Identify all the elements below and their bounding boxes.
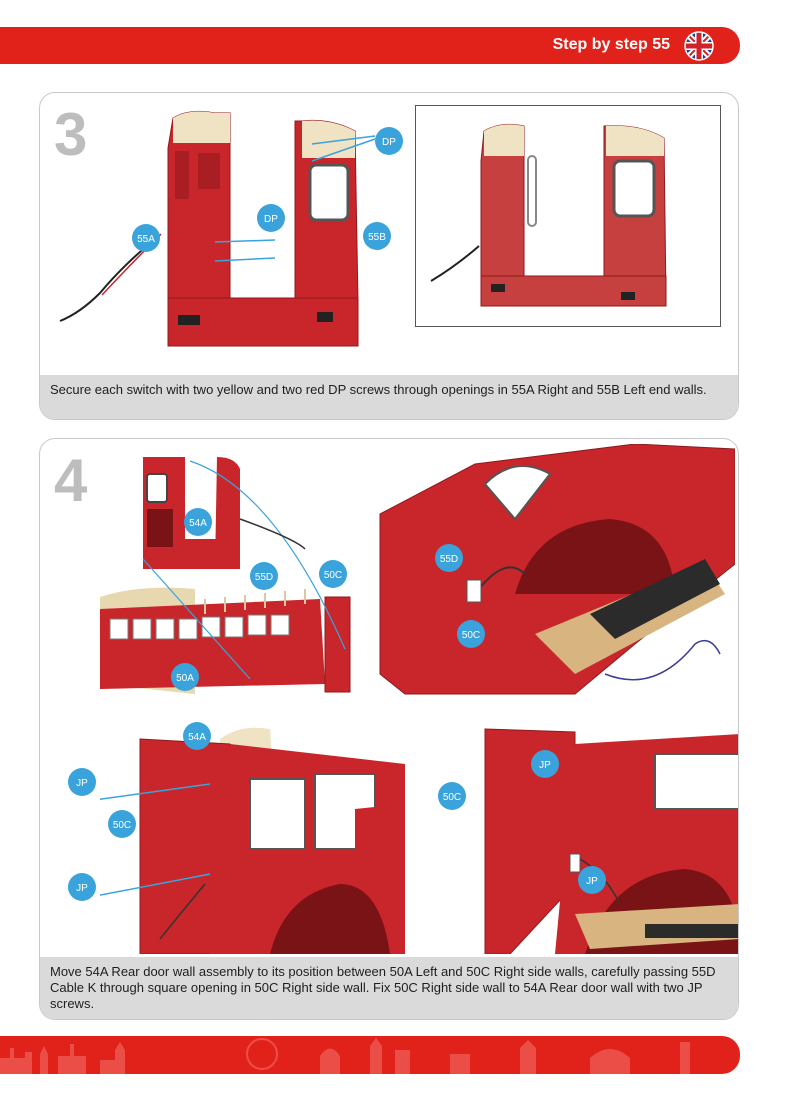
page-title: Step by step 55 xyxy=(552,36,670,53)
part-label: 54A xyxy=(189,518,207,529)
part-label: 50C xyxy=(113,820,131,831)
50a-callout: 50A xyxy=(171,663,199,691)
uk-flag-icon xyxy=(684,31,714,61)
50c-callout-right: 50C xyxy=(457,620,485,648)
50c-callout-top: 50C xyxy=(319,560,347,588)
jp-callout-top-left: JP xyxy=(68,768,96,796)
jp-label: JP xyxy=(539,760,551,771)
part-label: 50C xyxy=(443,792,461,803)
step-3-panel: 3 DP DP 55A 55B xyxy=(39,92,739,420)
step-4-bus-assembly-illustration xyxy=(100,457,351,694)
footer-skyline-bar xyxy=(0,1036,740,1074)
dp-label: DP xyxy=(382,137,396,148)
54a-callout-top: 54A xyxy=(184,508,212,536)
jp-label: JP xyxy=(586,876,598,887)
header-bar: Step by step 55 xyxy=(0,27,740,64)
part-label: 55A xyxy=(137,234,155,245)
part-label: 50C xyxy=(324,570,342,581)
step-4-jp-screws-left-illustration xyxy=(100,727,405,954)
jp-label: JP xyxy=(76,883,88,894)
step-4-panel: 4 54A xyxy=(39,438,739,1020)
50c-callout-left: 50C xyxy=(108,810,136,838)
step-4-caption: Move 54A Rear door wall assembly to its … xyxy=(40,957,738,1019)
part-label: 54A xyxy=(188,732,206,743)
dp-callout-mid: DP xyxy=(257,204,285,232)
dp-label: DP xyxy=(264,214,278,225)
jp-callout-top-right: JP xyxy=(531,750,559,778)
step-number: 4 xyxy=(54,447,88,514)
step-4-cable-detail-illustration xyxy=(379,444,735,695)
step-3-inset-view xyxy=(415,105,721,327)
jp-callout-bottom-right: JP xyxy=(578,866,606,894)
part-label: 50A xyxy=(176,673,194,684)
step-3-inset-illustration xyxy=(430,123,667,307)
dp-callout-top: DP xyxy=(375,127,403,155)
london-skyline-icon xyxy=(0,1038,690,1074)
step-3-main-illustration xyxy=(59,110,376,347)
50c-callout-bottom-right: 50C xyxy=(438,782,466,810)
55b-callout: 55B xyxy=(363,222,391,250)
55d-callout-top: 55D xyxy=(250,562,278,590)
jp-label: JP xyxy=(76,778,88,789)
part-label: 50C xyxy=(462,630,480,641)
55a-callout: 55A xyxy=(132,224,160,252)
55d-callout-right: 55D xyxy=(435,544,463,572)
part-label: 55D xyxy=(255,572,273,583)
step-4-jp-screws-right-illustration xyxy=(484,728,738,954)
step-3-caption: Secure each switch with two yellow and t… xyxy=(40,375,738,419)
part-label: 55B xyxy=(368,232,386,243)
step-number: 3 xyxy=(54,101,88,168)
part-label: 55D xyxy=(440,554,458,565)
54a-callout-bottom: 54A xyxy=(183,722,211,750)
jp-callout-bottom-left: JP xyxy=(68,873,96,901)
